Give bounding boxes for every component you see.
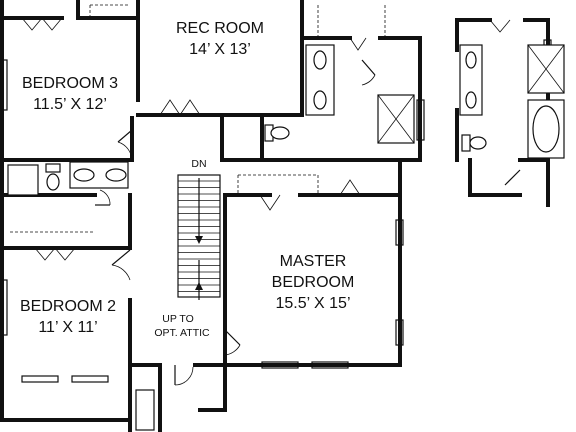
- toilet-bowl: [270, 126, 290, 140]
- walls: [0, 0, 550, 432]
- master-bedroom-name-1: MASTER: [280, 253, 347, 270]
- stair-up-label-1: UP TO: [162, 313, 194, 325]
- toilet-bowl: [46, 173, 60, 191]
- bedroom-2-size: 11’ X 11’: [38, 319, 97, 336]
- tub-basin: [532, 105, 560, 153]
- closet-lines: [10, 4, 386, 233]
- bedroom-3-name: BEDROOM 3: [22, 75, 118, 92]
- bedroom-2-name: BEDROOM 2: [20, 298, 116, 315]
- sink: [465, 51, 477, 69]
- sink: [313, 90, 327, 110]
- rec-room-name: REC ROOM: [176, 20, 264, 37]
- master-bedroom-name-2: BEDROOM: [272, 274, 355, 291]
- fixtures: [7, 44, 565, 431]
- linen-shelf: [135, 389, 155, 431]
- rec-room-size: 14’ X 13’: [189, 41, 251, 58]
- sink: [73, 168, 95, 182]
- master-bedroom-size: 15.5’ X 15’: [275, 295, 350, 312]
- toilet-bowl: [469, 136, 487, 150]
- windows: [0, 39, 552, 383]
- bathtub: [7, 164, 39, 196]
- labels: REC ROOM 14’ X 13’ BEDROOM 3 11.5’ X 12’…: [20, 20, 354, 339]
- doors: [21, 17, 521, 386]
- staircase: [177, 174, 221, 300]
- toilet-tank: [45, 163, 61, 173]
- stair-down-label: DN: [191, 158, 206, 170]
- sink: [313, 50, 327, 70]
- bedroom-3-size: 11.5’ X 12’: [33, 96, 107, 113]
- toilet-tank: [461, 134, 471, 152]
- sink: [105, 168, 127, 182]
- vanity: [459, 44, 483, 116]
- stair-up-label-2: OPT. ATTIC: [154, 327, 210, 339]
- sink: [465, 91, 477, 109]
